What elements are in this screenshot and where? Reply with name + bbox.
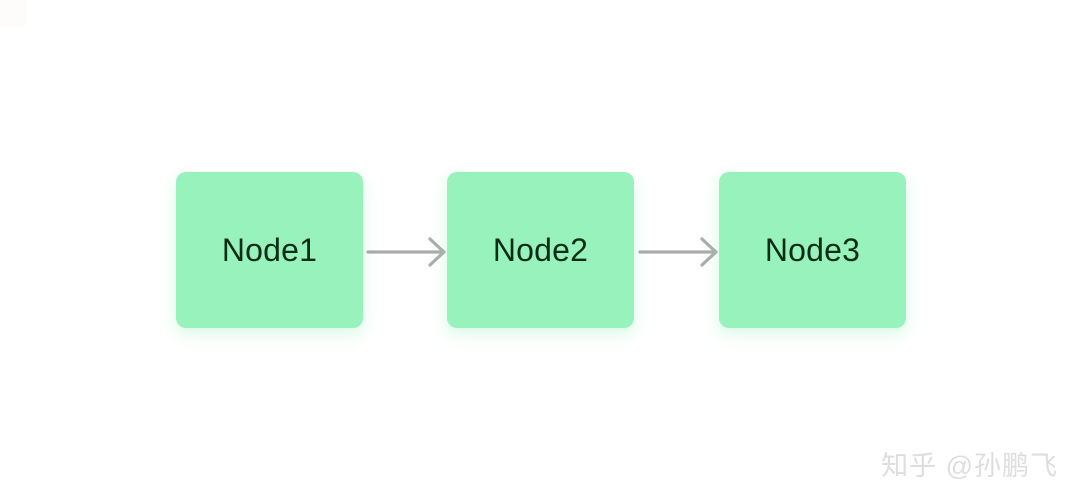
node-node1[interactable]: Node1 bbox=[176, 172, 363, 328]
watermark: 知乎 @孙鹏飞 bbox=[881, 451, 1058, 481]
edge-node2-to-node3 bbox=[638, 235, 722, 269]
node-node3[interactable]: Node3 bbox=[719, 172, 906, 328]
node-label: Node3 bbox=[764, 232, 861, 268]
node-label: Node1 bbox=[221, 232, 318, 268]
arrow-right-icon bbox=[638, 237, 718, 267]
node-label: Node2 bbox=[492, 232, 589, 268]
node-node2[interactable]: Node2 bbox=[447, 172, 634, 328]
edge-node1-to-node2 bbox=[366, 235, 450, 269]
arrow-right-icon bbox=[366, 237, 446, 267]
